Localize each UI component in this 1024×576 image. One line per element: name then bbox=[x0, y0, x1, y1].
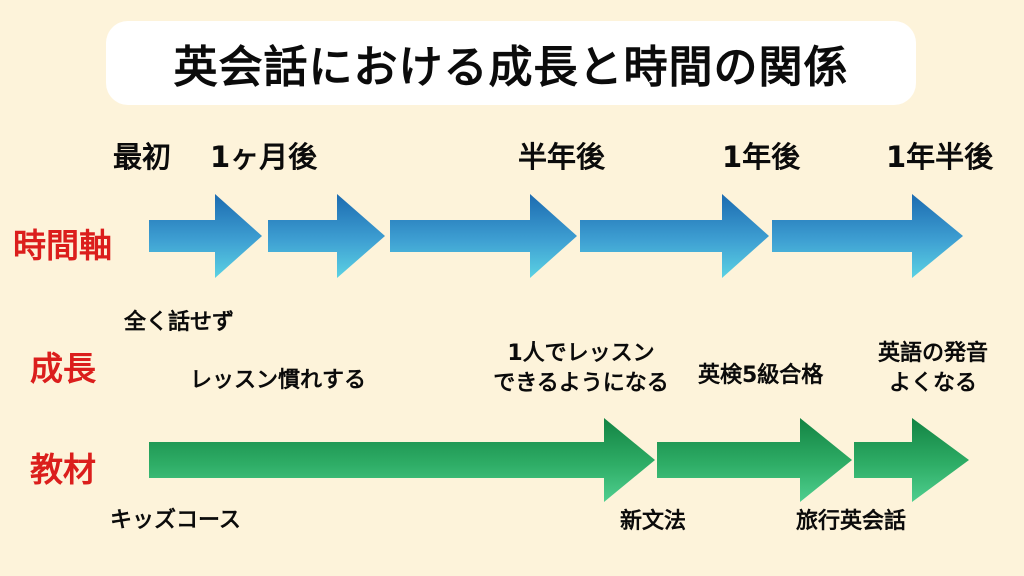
growth-note-lesson-alone-line1: 1人でレッスン bbox=[507, 341, 655, 366]
growth-note-pronunciation-line1: 英語の発音 bbox=[877, 341, 988, 366]
timeline-label-start: 最初 bbox=[113, 140, 172, 174]
time-arrow-segment-1-icon bbox=[149, 194, 262, 278]
time-arrow-segment-4-icon bbox=[580, 194, 769, 278]
growth-note-used-to-lesson: レッスン慣れする bbox=[190, 368, 367, 393]
materials-arrow-segment-3-icon bbox=[854, 418, 969, 502]
materials-note-travel-english: 旅行英会話 bbox=[796, 509, 907, 534]
materials-arrows bbox=[149, 418, 969, 502]
timeline-label-1month: 1ヶ月後 bbox=[210, 140, 318, 174]
growth-note-lesson-alone: 1人でレッスン できるようになる bbox=[492, 339, 670, 399]
time-arrow-segment-3-icon bbox=[390, 194, 577, 278]
row-label-materials: 教材 bbox=[30, 450, 96, 489]
growth-note-cannot-speak: 全く話せず bbox=[124, 310, 235, 335]
row-label-time-axis: 時間軸 bbox=[13, 226, 112, 265]
title-box: 英会話における成長と時間の関係 bbox=[106, 21, 916, 105]
growth-note-lesson-alone-line2: できるようになる bbox=[493, 371, 669, 396]
timeline-label-1andhalfyear: 1年半後 bbox=[886, 140, 994, 174]
time-arrow-segment-2-icon bbox=[268, 194, 385, 278]
materials-note-new-grammar: 新文法 bbox=[620, 509, 687, 534]
time-axis-arrows bbox=[149, 194, 963, 278]
materials-arrow-segment-1-icon bbox=[149, 418, 655, 502]
materials-note-kids-course: キッズコース bbox=[110, 508, 241, 533]
timeline-label-halfyear: 半年後 bbox=[518, 140, 606, 174]
time-arrow-segment-5-icon bbox=[772, 194, 963, 278]
growth-note-pronunciation: 英語の発音 よくなる bbox=[870, 339, 996, 399]
growth-note-eiken-grade5: 英検5級合格 bbox=[698, 363, 824, 388]
timeline-label-1year: 1年後 bbox=[722, 140, 801, 174]
growth-note-pronunciation-line2: よくなる bbox=[888, 371, 977, 396]
materials-arrow-segment-2-icon bbox=[657, 418, 852, 502]
row-label-growth: 成長 bbox=[30, 349, 96, 388]
page-title: 英会話における成長と時間の関係 bbox=[173, 42, 849, 93]
